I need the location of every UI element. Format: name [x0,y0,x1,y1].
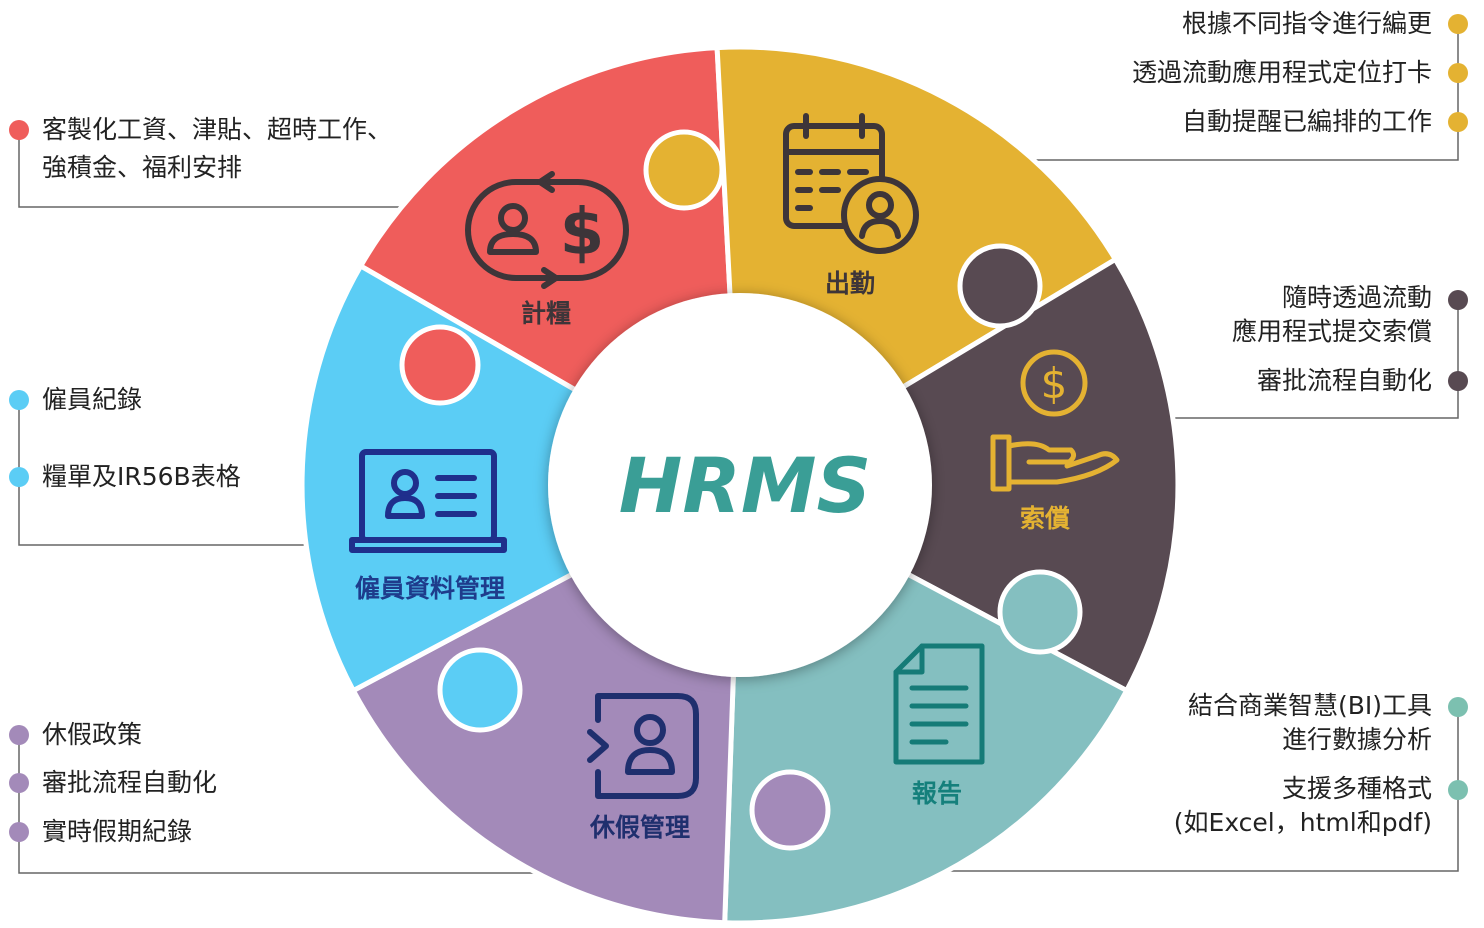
bullet-leave-1 [9,725,29,745]
note-payroll: 客製化工資、津貼、超時工作、 強積金、福利安排 [42,111,392,187]
note-report-2: 支援多種格式 (如Excel，html和pdf) [1174,772,1432,840]
note-leave-1: 休假政策 [42,720,143,749]
note-attendance-2: 透過流動應用程式定位打卡 [1131,58,1432,87]
puzzle-knobs [399,129,1083,851]
knob-report [997,569,1083,655]
note-employee-1: 僱員紀錄 [42,385,143,414]
note-payroll-line-1: 客製化工資、津貼、超時工作、 [42,115,393,144]
laptop-id-icon [349,449,507,553]
note-report-1-line-2: 進行數據分析 [1281,725,1432,754]
knob-claims [957,243,1043,329]
dollar-hand-icon: $ [990,349,1120,492]
segment-label-claims: 索償 [1020,504,1070,533]
segment-label-leave: 休假管理 [589,813,690,842]
note-payroll-line-2: 強積金、福利安排 [42,153,243,182]
note-attendance-1: 根據不同指令進行編更 [1181,9,1432,38]
bullet-leave-3 [9,822,29,842]
note-claims-1-line-2: 應用程式提交索償 [1231,317,1432,346]
connector-claims [1130,300,1459,419]
bullet-payroll [9,120,29,140]
note-leave-3: 實時假期紀錄 [42,817,193,846]
segment-label-payroll: 計糧 [521,299,571,328]
note-report-2-line-2: (如Excel，html和pdf) [1173,808,1432,837]
knob-employee [437,647,523,733]
bullet-claims-1 [1448,290,1468,310]
payroll-cycle-icon: $ [465,171,629,289]
segment-label-attendance: 出勤 [825,269,875,298]
note-report-1: 結合商業智慧(BI)工具 進行數據分析 [1188,689,1432,757]
center-title: HRMS [619,441,872,530]
bullet-attendance-2 [1448,63,1468,83]
bullet-attendance-1 [1448,14,1468,34]
bullet-report-2 [1448,780,1468,800]
svg-text:$: $ [1041,359,1068,408]
note-report-2-line-1: 支援多種格式 [1281,774,1432,803]
connector-payroll [18,130,437,208]
connector-employee [18,400,334,546]
note-attendance-3: 自動提醒已編排的工作 [1181,107,1432,136]
bullet-attendance-3 [1448,112,1468,132]
note-report-1-line-1: 結合商業智慧(BI)工具 [1187,691,1432,720]
center-disc [548,293,932,677]
bullet-claims-2 [1448,371,1468,391]
segment-label-employee: 僱員資料管理 [355,574,505,603]
bullet-dots [9,14,1468,842]
note-leave-2: 審批流程自動化 [42,768,218,797]
leave-person-icon [587,693,699,799]
knob-payroll [399,324,481,406]
connector-report [876,707,1459,872]
calendar-person-icon [783,113,919,254]
bullet-leave-2 [9,773,29,793]
segment-label-report: 報告 [912,779,962,808]
note-claims-2: 審批流程自動化 [1256,366,1432,395]
note-claims-1-line-1: 隨時透過流動 [1281,283,1432,312]
knob-attendance [643,129,725,211]
svg-text:$: $ [560,196,605,270]
note-claims-1: 隨時透過流動 應用程式提交索償 [1232,281,1432,349]
bullet-employee-1 [9,390,29,410]
knob-leave [749,769,831,851]
note-employee-2: 糧單及IR56B表格 [42,462,241,491]
bullet-report-1 [1448,697,1468,717]
bullet-employee-2 [9,467,29,487]
document-icon [893,643,985,765]
